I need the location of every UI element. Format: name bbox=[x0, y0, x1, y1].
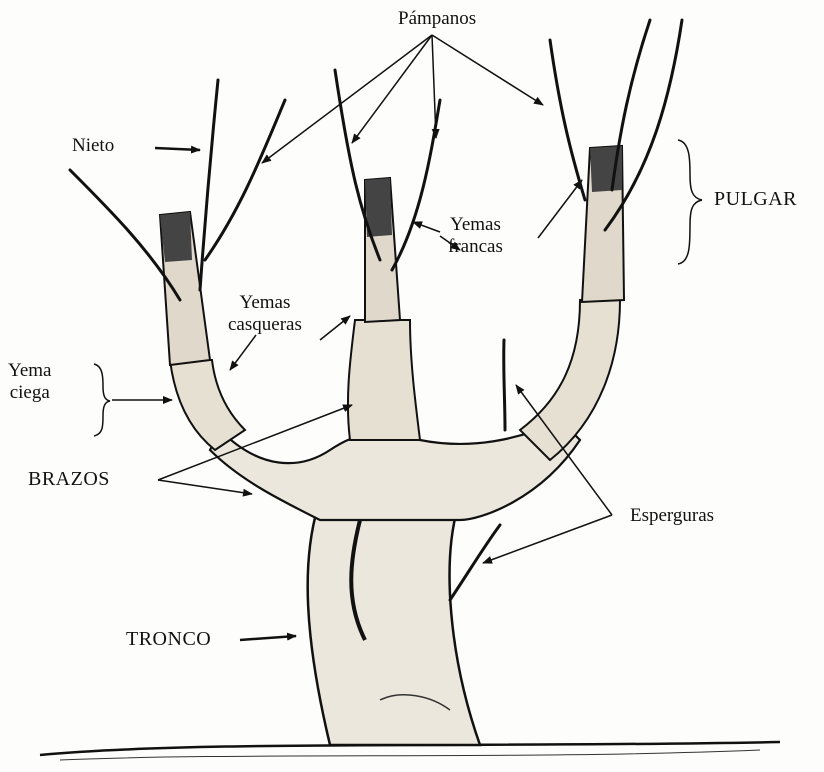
label-yemas-francas: Yemas francas bbox=[448, 214, 503, 258]
yema-ciega-brace bbox=[94, 364, 110, 436]
center-arm bbox=[348, 320, 420, 440]
label-yemas-francas-line2: francas bbox=[448, 236, 503, 258]
trunk bbox=[308, 500, 480, 745]
label-yemas-casqueras-line1: Yemas bbox=[228, 292, 302, 314]
pulgar-brace bbox=[678, 140, 702, 264]
label-yemas-francas-line1: Yemas bbox=[448, 214, 503, 236]
label-pulgar: PULGAR bbox=[714, 188, 797, 211]
right-arm bbox=[520, 300, 620, 460]
label-nieto: Nieto bbox=[72, 135, 114, 157]
label-pampanos: Pámpanos bbox=[398, 8, 476, 30]
label-brazos: BRAZOS bbox=[28, 468, 110, 491]
label-yema-ciega-line1: Yema bbox=[8, 360, 51, 382]
label-tronco: TRONCO bbox=[126, 628, 211, 651]
label-yemas-casqueras-line2: casqueras bbox=[228, 314, 302, 336]
label-yema-ciega-line2: ciega bbox=[8, 382, 51, 404]
label-esperguras: Esperguras bbox=[630, 505, 714, 527]
label-yema-ciega: Yema ciega bbox=[8, 360, 51, 404]
label-yemas-casqueras: Yemas casqueras bbox=[228, 292, 302, 336]
left-arm bbox=[170, 360, 245, 450]
